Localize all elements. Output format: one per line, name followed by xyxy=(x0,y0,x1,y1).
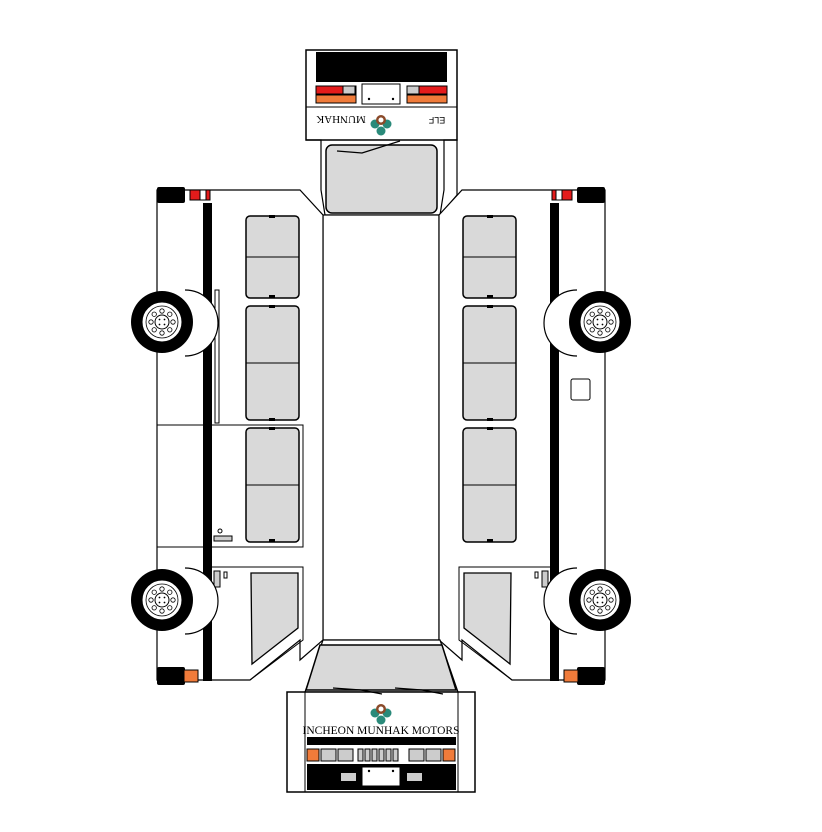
fuel-cap xyxy=(570,378,591,401)
front-panel: INCHEON MUNHAK MOTORS xyxy=(286,639,476,793)
wheel-icon xyxy=(131,289,219,357)
headlight-left-2 xyxy=(337,748,354,762)
rear-wiper xyxy=(336,140,401,154)
headlight-right-2 xyxy=(425,748,442,762)
right-indicator xyxy=(563,669,579,683)
right-mirror xyxy=(541,570,549,588)
wheel-icon xyxy=(543,289,631,357)
front-wiper-left xyxy=(332,687,383,695)
munhak-logo-icon xyxy=(370,115,392,136)
wheel-icon xyxy=(131,567,219,635)
roof-panel xyxy=(322,214,440,641)
left-stripe xyxy=(203,203,212,681)
front-brand-text: INCHEON MUNHAK MOTORS xyxy=(303,725,460,737)
front-indicator-right xyxy=(442,748,456,762)
front-indicator-left xyxy=(306,748,320,762)
rear-brand-text: MUNHAK xyxy=(316,113,366,125)
rear-window xyxy=(325,144,438,214)
munhak-logo-icon xyxy=(370,704,392,725)
headlight-left-1 xyxy=(320,748,337,762)
rear-license-plate xyxy=(361,83,401,105)
rear-panel: MUNHAK ELF xyxy=(305,49,458,216)
left-indicator xyxy=(183,669,199,683)
right-stripe xyxy=(550,203,559,681)
front-wiper-right xyxy=(394,687,444,695)
wheels xyxy=(131,289,631,635)
windshield xyxy=(304,644,458,691)
rear-model-text: ELF xyxy=(428,115,445,125)
headlight-right-1 xyxy=(408,748,425,762)
left-door-window xyxy=(250,572,299,666)
left-sliding-door xyxy=(156,424,304,548)
wheel-icon xyxy=(543,567,631,635)
left-mirror xyxy=(213,570,221,588)
tail-light-left xyxy=(315,85,357,95)
right-door-window xyxy=(463,572,512,666)
front-license-plate xyxy=(361,766,401,787)
front-grille xyxy=(357,748,399,762)
